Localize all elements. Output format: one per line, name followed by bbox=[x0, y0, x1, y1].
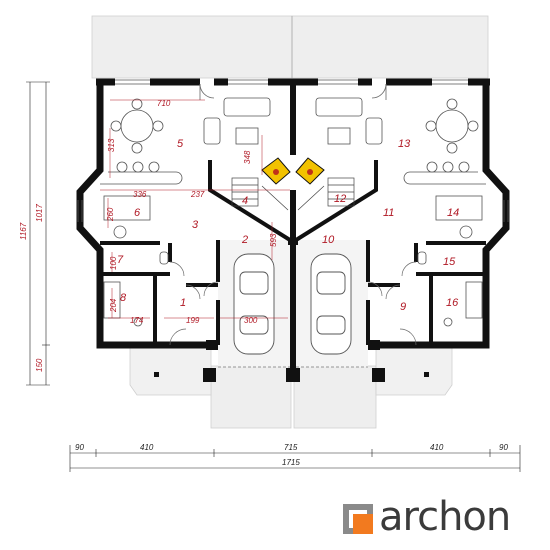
stairs bbox=[231, 177, 355, 211]
kitchen-counter bbox=[100, 161, 486, 221]
room-number: 9 bbox=[400, 301, 406, 313]
room-number: 6 bbox=[134, 207, 141, 219]
room-number: 16 bbox=[446, 297, 459, 309]
dimension-label: 90 bbox=[499, 443, 508, 452]
dimension-label: 237 bbox=[190, 190, 205, 199]
fireplace-icon bbox=[261, 157, 325, 185]
exterior-walls bbox=[76, 82, 510, 349]
room-number: 8 bbox=[120, 292, 127, 304]
dimension-label: 348 bbox=[243, 150, 252, 164]
dimension-label: 100 bbox=[109, 256, 118, 270]
exterior-dimension-lines bbox=[26, 81, 521, 472]
dining-table-icon bbox=[110, 98, 479, 154]
room-number: 15 bbox=[443, 256, 456, 268]
windows bbox=[77, 79, 509, 222]
dimension-label: 300 bbox=[244, 316, 258, 325]
dimension-label: 715 bbox=[284, 443, 298, 452]
interior-walls bbox=[100, 160, 486, 345]
exterior-dimension-labels: 1167 1017 150 90 410 715 410 90 1715 bbox=[19, 204, 508, 467]
archon-logo-icon bbox=[343, 504, 373, 534]
interior-dimension-lines bbox=[100, 99, 290, 319]
room-number: 4 bbox=[242, 195, 248, 207]
room-number: 5 bbox=[177, 138, 184, 150]
porch-left bbox=[129, 346, 212, 396]
archon-logo: archon bbox=[343, 494, 543, 540]
dimension-label: 90 bbox=[75, 443, 84, 452]
terrace-right bbox=[291, 15, 489, 79]
dimension-label: 204 bbox=[109, 298, 118, 313]
driveway-left bbox=[210, 365, 292, 429]
dimension-label: 1715 bbox=[282, 458, 300, 467]
dimension-label: 410 bbox=[140, 443, 154, 452]
dimension-label: 1167 bbox=[19, 222, 28, 240]
driveway-right bbox=[293, 365, 377, 429]
room-number: 3 bbox=[192, 219, 199, 231]
dimension-label: 593 bbox=[269, 233, 278, 247]
interior-dimension-labels: 710 313 348 336 237 260 593 100 204 174 … bbox=[106, 99, 278, 325]
dimension-label: 336 bbox=[133, 190, 147, 199]
dimension-label: 710 bbox=[157, 99, 171, 108]
porch-right bbox=[375, 346, 453, 396]
car-icon bbox=[233, 253, 352, 355]
room-number: 7 bbox=[117, 254, 124, 266]
room-number: 11 bbox=[383, 207, 394, 219]
room-number: 10 bbox=[322, 234, 335, 246]
room-number: 14 bbox=[447, 207, 459, 219]
terrace-doors bbox=[199, 83, 387, 100]
dimension-label: 260 bbox=[106, 207, 115, 222]
dimension-label: 313 bbox=[107, 138, 116, 152]
room-number: 2 bbox=[241, 234, 248, 246]
columns bbox=[203, 340, 385, 382]
dimension-label: 1017 bbox=[35, 204, 44, 222]
room-number: 13 bbox=[398, 138, 411, 150]
room-number: 1 bbox=[180, 297, 186, 309]
dimension-label: 199 bbox=[186, 316, 200, 325]
room-labels: 1 2 3 4 5 6 7 8 9 10 11 12 13 14 15 16 bbox=[117, 138, 459, 313]
terrace-left bbox=[91, 15, 293, 79]
dimension-label: 410 bbox=[430, 443, 444, 452]
sofa-icon bbox=[203, 97, 383, 145]
dimension-label: 174 bbox=[130, 316, 144, 325]
doors bbox=[169, 261, 417, 346]
room-number: 12 bbox=[334, 193, 346, 205]
dimension-label: 150 bbox=[35, 358, 44, 372]
logo-text: archon bbox=[379, 494, 511, 540]
